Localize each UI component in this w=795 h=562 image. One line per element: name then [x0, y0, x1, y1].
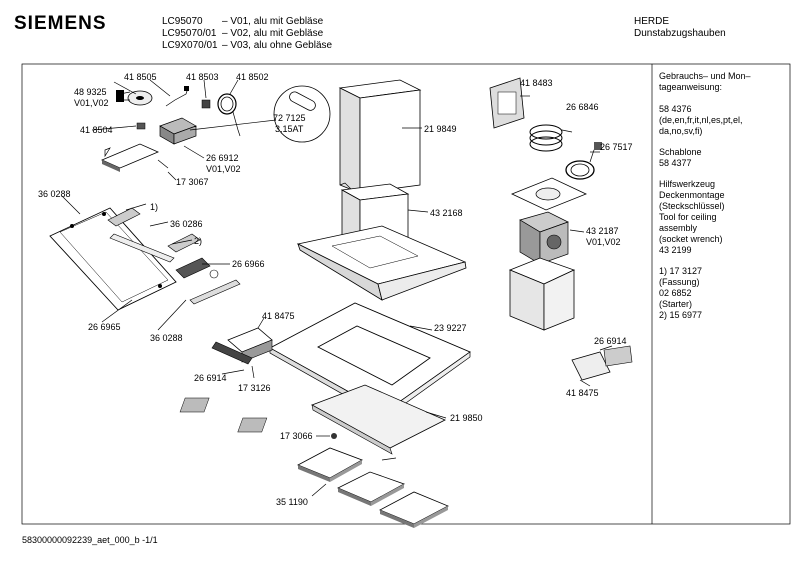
label-360288-top: 36 0288 — [38, 189, 71, 199]
power-cable — [565, 142, 602, 180]
label-432187-variant: V01,V02 — [586, 237, 621, 247]
wire-harness — [217, 93, 237, 115]
sidebar-notes: Gebrauchs– und Mon– tageanweisung: 58 43… — [659, 71, 787, 331]
model-code-3: LC9X070/01 — [162, 40, 218, 51]
carbon-filter-3 — [379, 491, 449, 528]
lamp-rail-assembly — [49, 207, 177, 311]
latch-rail — [211, 341, 253, 365]
label-173066: 17 3066 — [280, 431, 313, 441]
model-desc-2: – V02, alu mit Gebläse — [222, 28, 324, 39]
label-266912: 26 6912 — [206, 153, 239, 163]
label-219850: 21 9850 — [450, 413, 483, 423]
label-489325-variant: V01,V02 — [74, 98, 109, 108]
label-173067: 17 3067 — [176, 177, 209, 187]
clip — [136, 122, 146, 130]
label-173126: 17 3126 — [238, 383, 271, 393]
label-fuse-rating: 3,15AT — [275, 124, 304, 134]
bolt — [381, 457, 397, 461]
label-266965: 26 6965 — [88, 322, 121, 332]
category: HERDE — [634, 16, 670, 27]
model-code-2: LC95070/01 — [162, 28, 217, 39]
label-418504: 41 8504 — [80, 125, 113, 135]
label-418475-right: 41 8475 — [566, 388, 599, 398]
document-id: 58300000092239_aet_000_b -1/1 — [22, 535, 158, 545]
blower-housing — [508, 257, 576, 331]
latch-screw — [251, 365, 255, 379]
grease-cover — [571, 351, 611, 381]
label-360288-bottom: 36 0288 — [150, 333, 183, 343]
label-266914-right: 26 6914 — [594, 336, 627, 346]
label-418483: 41 8483 — [520, 78, 553, 88]
tube-lamp — [109, 233, 175, 263]
lamp-socket — [175, 257, 211, 279]
model-desc-1: – V01, alu mit Gebläse — [222, 16, 324, 27]
mounting-plate — [510, 177, 588, 211]
template-info: Schablone 58 4377 — [659, 147, 702, 168]
connector — [184, 86, 189, 91]
label-267517: 26 7517 — [600, 142, 633, 152]
label-266912-variant: V01,V02 — [206, 164, 241, 174]
label-266966: 26 6966 — [232, 259, 265, 269]
label-266846: 26 6846 — [566, 102, 599, 112]
flexible-duct — [529, 124, 563, 152]
blower-motor — [519, 211, 569, 265]
label-418503: 41 8503 — [186, 72, 219, 82]
model-desc-3: – V03, alu ohne Gebläse — [222, 40, 333, 51]
footnotes: 1) 17 3127 (Fassung) 02 6852 (Starter) 2… — [659, 266, 703, 320]
model-code-1: LC95070 — [162, 16, 203, 27]
label-489325: 48 9325 — [74, 87, 107, 97]
fuse-callout — [273, 85, 331, 143]
label-219849: 21 9849 — [424, 124, 457, 134]
label-footnote-1: 1) — [150, 202, 159, 212]
cable-coil — [116, 90, 153, 106]
lamp-panel — [179, 384, 446, 455]
nut — [331, 433, 337, 439]
label-351190: 35 1190 — [276, 497, 308, 507]
light-cover — [189, 279, 241, 305]
label-418475-left: 41 8475 — [262, 311, 295, 321]
label-239227: 23 9227 — [434, 323, 467, 333]
label-432187: 43 2187 — [586, 226, 619, 236]
subcategory: Dunstabzugshauben — [634, 28, 726, 39]
carbon-filter-1 — [297, 447, 363, 482]
plug-connector — [201, 99, 211, 109]
tool-info: Hilfswerkzeug Deckenmontage (Steckschlüs… — [659, 179, 725, 255]
transformer-box — [159, 117, 197, 145]
label-432168: 43 2168 — [430, 208, 463, 218]
label-360286: 36 0286 — [170, 219, 203, 229]
fuse-icon — [289, 91, 316, 111]
lamp-holder-2 — [167, 233, 201, 253]
brand-logo: SIEMENS — [14, 13, 107, 34]
label-266914-left: 26 6914 — [194, 373, 227, 383]
leader-lines — [61, 79, 613, 497]
label-418502: 41 8502 — [236, 72, 269, 82]
cover-strip — [603, 345, 633, 367]
manual-info: Gebrauchs– und Mon– tageanweisung: 58 43… — [659, 71, 751, 136]
lamp-holder-1 — [107, 207, 141, 227]
chimney-upper-part — [338, 79, 422, 194]
label-418505: 41 8505 — [124, 72, 157, 82]
hood-canopy — [296, 225, 467, 301]
screw — [157, 159, 169, 169]
label-727125: 72 7125 — [273, 113, 306, 123]
latch-bracket — [227, 327, 273, 363]
control-panel-part — [489, 77, 525, 129]
carbon-filter-2 — [337, 471, 405, 506]
label-footnote-2: 2) — [194, 236, 203, 246]
mounting-bracket — [100, 143, 160, 172]
